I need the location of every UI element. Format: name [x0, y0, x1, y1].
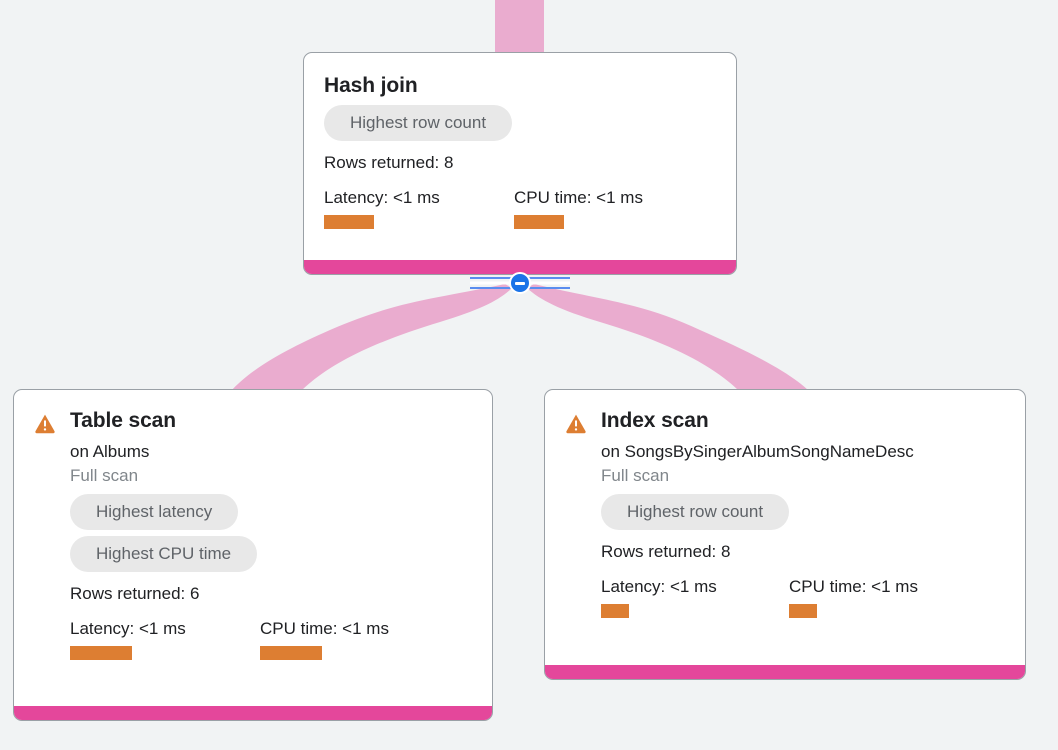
node-accent-bar — [14, 706, 492, 720]
plan-node-table-scan[interactable]: Table scan on Albums Full scan Highest l… — [13, 389, 493, 721]
metric-latency: Latency: <1 ms — [601, 576, 789, 618]
rows-returned: Rows returned: 6 — [70, 584, 200, 603]
node-header: Table scan on Albums Full scan Highest l… — [34, 408, 472, 660]
edge-parent-to-hash-join — [495, 0, 544, 54]
warning-triangle-icon — [35, 414, 55, 434]
chip-highest-latency: Highest latency — [70, 494, 239, 530]
chip-highest-row-count: Highest row count — [324, 105, 513, 141]
node-title: Index scan — [601, 409, 709, 432]
node-accent-bar — [545, 665, 1025, 679]
collapse-toggle[interactable] — [470, 272, 570, 294]
metric-cpu-time-bar — [789, 604, 817, 618]
rows-returned: Rows returned: 8 — [601, 542, 731, 561]
node-metrics: Latency: <1 ms CPU time: <1 ms — [324, 187, 716, 229]
metric-cpu-time-bar — [260, 646, 322, 660]
metric-latency-bar — [70, 646, 132, 660]
node-subtitle: on Albums — [70, 442, 150, 461]
plan-node-hash-join[interactable]: Hash join Highest row count Rows returne… — [303, 52, 737, 275]
metric-cpu-time-label: CPU time: <1 ms — [260, 619, 389, 638]
node-chips: Highest latency Highest CPU time — [70, 494, 389, 578]
edge-hash-join-to-index-scan — [527, 284, 810, 392]
metric-cpu-time: CPU time: <1 ms — [260, 618, 389, 660]
node-content: Hash join Highest row count Rows returne… — [304, 53, 736, 260]
node-subtitle: on SongsBySingerAlbumSongNameDesc — [601, 442, 914, 461]
plan-node-index-scan[interactable]: Index scan on SongsBySingerAlbumSongName… — [544, 389, 1026, 680]
node-accent-bar — [304, 260, 736, 274]
edge-hash-join-to-table-scan — [230, 284, 512, 392]
metric-cpu-time-label: CPU time: <1 ms — [789, 577, 918, 596]
metric-latency: Latency: <1 ms — [70, 618, 260, 660]
node-metrics: Latency: <1 ms CPU time: <1 ms — [601, 576, 918, 618]
metric-latency-label: Latency: <1 ms — [70, 619, 186, 638]
node-chips: Highest row count — [324, 105, 716, 147]
metric-cpu-time: CPU time: <1 ms — [514, 187, 643, 229]
chip-highest-row-count: Highest row count — [601, 494, 790, 530]
node-header: Hash join — [324, 73, 716, 99]
metric-latency-label: Latency: <1 ms — [324, 188, 440, 207]
minus-circle-icon[interactable] — [509, 272, 531, 294]
node-content: Table scan on Albums Full scan Highest l… — [14, 390, 492, 706]
node-scan-type: Full scan — [601, 466, 670, 485]
metric-cpu-time: CPU time: <1 ms — [789, 576, 918, 618]
node-metrics: Latency: <1 ms CPU time: <1 ms — [70, 618, 389, 660]
node-title: Hash join — [324, 74, 418, 97]
warning-triangle-icon — [566, 414, 586, 434]
chip-highest-cpu-time: Highest CPU time — [70, 536, 258, 572]
metric-latency-bar — [601, 604, 629, 618]
node-chips: Highest row count — [601, 494, 918, 536]
rows-returned: Rows returned: 8 — [324, 153, 454, 172]
node-title: Table scan — [70, 409, 176, 432]
node-content: Index scan on SongsBySingerAlbumSongName… — [545, 390, 1025, 665]
metric-cpu-time-bar — [514, 215, 564, 229]
metric-latency-bar — [324, 215, 374, 229]
node-header: Index scan on SongsBySingerAlbumSongName… — [565, 408, 1005, 618]
metric-cpu-time-label: CPU time: <1 ms — [514, 188, 643, 207]
minus-glyph — [515, 282, 525, 285]
metric-latency-label: Latency: <1 ms — [601, 577, 717, 596]
metric-latency: Latency: <1 ms — [324, 187, 514, 229]
node-scan-type: Full scan — [70, 466, 139, 485]
